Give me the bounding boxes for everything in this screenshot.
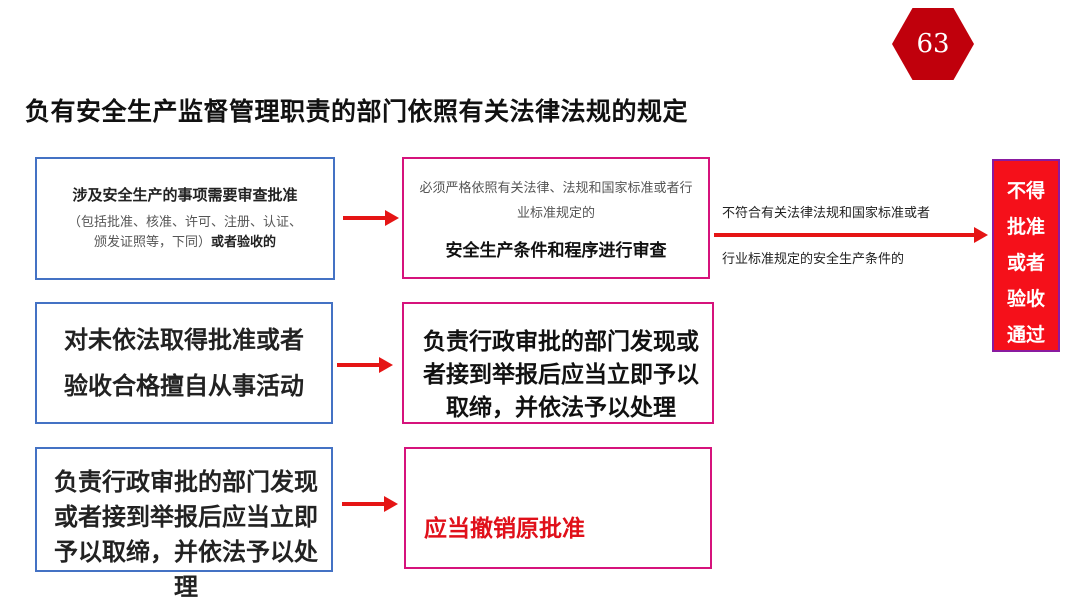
ban-and-handle-text: 负责行政审批的部门发现或者接到举报后应当立即予以取缔，并依法予以处理 xyxy=(423,329,699,421)
result-line: 批准 xyxy=(1006,216,1045,238)
revoke-approval-box: 应当撤销原批准 xyxy=(404,447,712,569)
result-line: 验收 xyxy=(1006,288,1045,310)
condition-text-line1: 不符合有关法律法规和国家标准或者 xyxy=(722,206,931,221)
approval-scope-acceptance: 或者验收的 xyxy=(210,235,276,250)
approval-scope-box: 涉及安全生产的事项需要审查批准 （包括批准、核准、许可、注册、认证、 颁发证照等… xyxy=(35,157,335,280)
approval-scope-detail-line2: 颁发证照等，下同）或者验收的 xyxy=(93,235,276,250)
found-and-ban-text: 负责行政审批的部门发现或者接到举报后应当立即予以取缔，并依法予以处理 xyxy=(54,468,318,601)
page-number-badge: 63 xyxy=(892,8,974,80)
ban-and-handle-box: 负责行政审批的部门发现或者接到举报后应当立即予以取缔，并依法予以处理 xyxy=(402,302,714,424)
unauthorized-activity-line1: 对未依法取得批准或者 xyxy=(64,326,304,354)
result-no-approval-box: 不得 批准 或者 验收 通过 xyxy=(992,159,1060,352)
review-requirement-note: 必须严格依照有关法律、法规和国家标准或者行业标准规定的 xyxy=(419,180,693,221)
condition-text-line2: 行业标准规定的安全生产条件的 xyxy=(722,252,905,267)
long-arrow-right-icon xyxy=(714,227,988,243)
unauthorized-activity-box: 对未依法取得批准或者 验收合格擅自从事活动 xyxy=(35,302,333,424)
approval-scope-heading: 涉及安全生产的事项需要审查批准 xyxy=(72,186,298,204)
result-line: 或者 xyxy=(1006,252,1045,274)
approval-scope-detail-line1: （包括批准、核准、许可、注册、认证、 xyxy=(67,215,302,230)
arrow-right-icon xyxy=(337,357,393,373)
arrow-right-icon xyxy=(343,210,399,226)
approval-scope-detail: （包括批准、核准、许可、注册、认证、 颁发证照等，下同）或者验收的 xyxy=(68,213,302,253)
review-requirement-box: 必须严格依照有关法律、法规和国家标准或者行业标准规定的 安全生产条件和程序进行审… xyxy=(402,157,710,279)
found-and-ban-box: 负责行政审批的部门发现或者接到举报后应当立即予以取缔，并依法予以处理 xyxy=(35,447,333,601)
result-line: 不得 xyxy=(1006,180,1045,202)
review-requirement-heading: 安全生产条件和程序进行审查 xyxy=(445,240,667,261)
slide-title: 负有安全生产监督管理职责的部门依照有关法律法规的规定 xyxy=(25,97,689,126)
revoke-approval-text: 应当撤销原批准 xyxy=(424,516,585,542)
arrow-right-icon xyxy=(342,496,398,512)
result-line: 通过 xyxy=(1006,324,1045,346)
page-number: 63 xyxy=(916,29,950,59)
unauthorized-activity-line2: 验收合格擅自从事活动 xyxy=(64,372,304,400)
